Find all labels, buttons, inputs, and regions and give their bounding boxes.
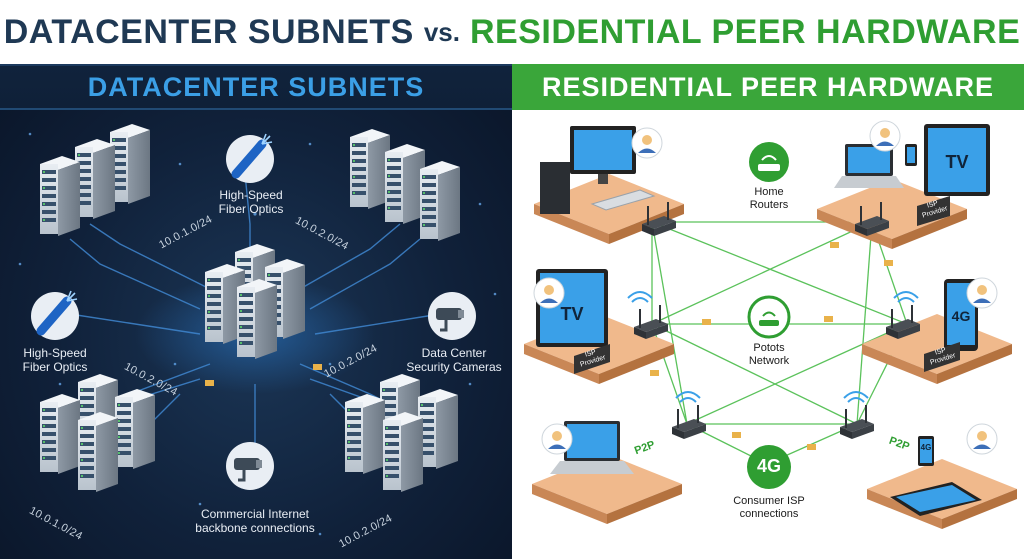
person-avatar <box>966 423 998 455</box>
tv-screen-label: TV <box>945 152 969 172</box>
tv-screen-label: TV <box>560 304 584 324</box>
label-consumer-isp: Consumer ISP connections <box>733 495 805 521</box>
4g-screen-label: 4G <box>920 443 932 452</box>
person-avatar <box>631 127 663 159</box>
router-icon <box>671 404 707 440</box>
title-vs: vs. <box>423 16 460 47</box>
label-home-routers: Home Routers <box>749 186 789 212</box>
datacenter-heading: DATACENTER SUBNETS <box>0 64 512 110</box>
label-fiber-optics-left: High-Speed Fiber Optics <box>22 346 88 375</box>
packet-icon <box>205 364 322 386</box>
page-title: DATACENTER SUBNETS vs. RESIDENTIAL PEER … <box>0 0 1024 64</box>
router-icon <box>633 304 669 340</box>
rack-cluster-top-right <box>350 129 460 241</box>
rack-cluster-top-left <box>40 124 150 236</box>
title-datacenter: DATACENTER SUBNETS <box>3 12 414 51</box>
security-camera-icon <box>226 442 274 490</box>
residential-panel: RESIDENTIAL PEER HARDWARE Home Routers P… <box>512 64 1024 559</box>
laptop <box>550 421 634 474</box>
desktop-computer <box>540 126 656 214</box>
rack-cluster-bottom-right <box>345 374 458 492</box>
phone <box>918 436 934 466</box>
datacenter-diagram <box>18 124 497 536</box>
tv <box>924 124 990 196</box>
title-residential: RESIDENTIAL PEER HARDWARE <box>469 12 1021 51</box>
packet-icon <box>650 242 893 450</box>
label-security-cameras: Data Center Security Cameras <box>406 346 502 375</box>
4g-screen-label: 4G <box>951 308 971 324</box>
datacenter-panel: DATACENTER SUBNETS High-Speed Fiber Opti… <box>0 64 512 559</box>
home-routers-icon <box>749 142 789 182</box>
label-network: Potots Network <box>748 342 790 368</box>
isp-plate <box>574 196 960 374</box>
residential-heading: RESIDENTIAL PEER HARDWARE <box>512 64 1024 110</box>
person-avatar <box>541 423 573 455</box>
person-avatar <box>966 277 998 309</box>
fiber-optic-icon <box>226 133 274 183</box>
network-hub-icon <box>747 295 791 339</box>
rack-cluster-bottom-left <box>40 374 155 492</box>
4g-icon <box>747 445 791 489</box>
fiber-optic-icon <box>31 290 79 340</box>
laptop <box>834 144 904 188</box>
router-icon <box>839 404 875 440</box>
wifi-icon <box>627 291 919 403</box>
label-fiber-optics-top: High-Speed Fiber Optics <box>218 188 284 217</box>
security-camera-icon <box>428 292 476 340</box>
label-backbone: Commercial Internet backbone connections <box>195 507 315 536</box>
residential-diagram <box>524 120 1017 529</box>
4g-hub-label: 4G <box>756 456 781 476</box>
person-avatar <box>869 120 901 152</box>
tablet <box>890 482 982 516</box>
phone <box>905 144 917 166</box>
